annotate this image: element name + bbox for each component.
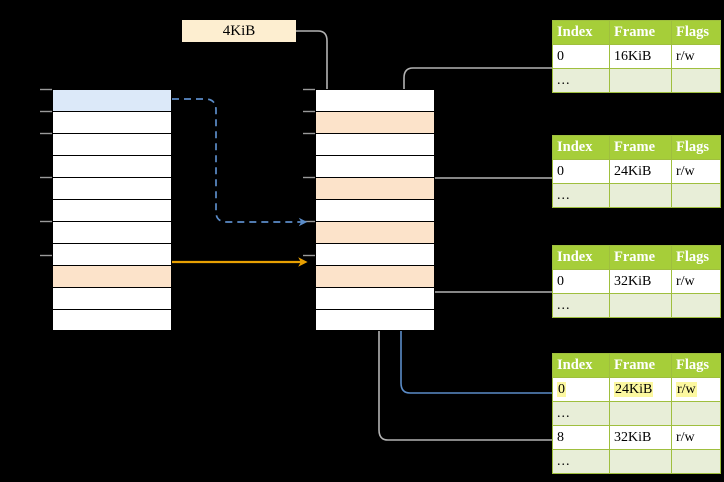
- memory-cell: [315, 133, 435, 155]
- table-cell: [671, 401, 721, 426]
- table-cell: [671, 293, 721, 318]
- virtual-address-column: [52, 89, 172, 332]
- table-cell: 0: [552, 159, 610, 184]
- memory-cell: [52, 265, 172, 287]
- memory-cell: [52, 89, 172, 111]
- table-cell: [671, 68, 721, 93]
- table-row[interactable]: ...: [552, 293, 721, 318]
- table-cell: [609, 401, 672, 426]
- memory-cell: [52, 133, 172, 155]
- memory-cell: [52, 309, 172, 331]
- table-cell: ...: [552, 68, 610, 93]
- column-header-frame: Frame: [609, 245, 672, 270]
- column-header-index: Index: [552, 245, 610, 270]
- column-header-index: Index: [552, 135, 610, 160]
- table-cell: [609, 183, 672, 208]
- memory-cell: [52, 243, 172, 265]
- table-row[interactable]: ...: [552, 68, 721, 93]
- memory-cell: [315, 287, 435, 309]
- table-cell: r/w: [671, 425, 721, 450]
- table-cell: ...: [552, 449, 610, 474]
- highlighted-value: 0: [557, 381, 566, 397]
- memory-cell: [315, 155, 435, 177]
- column-header-frame: Frame: [609, 20, 672, 45]
- table-row[interactable]: 0 24KiB r/w: [552, 377, 721, 402]
- column-header-index: Index: [552, 353, 610, 378]
- page-size-tag-label: 4KiB: [222, 23, 256, 39]
- memory-cell: [315, 177, 435, 199]
- table-cell: [609, 293, 672, 318]
- column-header-flags: Flags: [671, 135, 721, 160]
- memory-cell: [52, 221, 172, 243]
- table-cell: 32KiB: [609, 425, 672, 450]
- memory-cell: [52, 177, 172, 199]
- table-cell: 0: [552, 269, 610, 294]
- table-cell: [671, 183, 721, 208]
- page-size-tag: 4KiB: [182, 20, 296, 42]
- table-cell: [609, 68, 672, 93]
- table-cell: 24KiB: [609, 377, 672, 402]
- table-cell: r/w: [671, 44, 721, 69]
- virtual-column-ticks: [40, 88, 52, 257]
- memory-cell: [315, 111, 435, 133]
- column-header-frame: Frame: [609, 353, 672, 378]
- table-cell: 32KiB: [609, 269, 672, 294]
- column-header-flags: Flags: [671, 20, 721, 45]
- physical-column-ticks: [303, 88, 315, 257]
- memory-cell: [315, 243, 435, 265]
- table-row[interactable]: ...: [552, 401, 721, 426]
- table-cell: r/w: [671, 269, 721, 294]
- table-cell: 24KiB: [609, 159, 672, 184]
- table-cell: 16KiB: [609, 44, 672, 69]
- memory-cell: [52, 199, 172, 221]
- memory-cell: [315, 265, 435, 287]
- table-cell: 0: [552, 377, 610, 402]
- table-row[interactable]: ...: [552, 449, 721, 474]
- table-cell: ...: [552, 401, 610, 426]
- table-cell: ...: [552, 183, 610, 208]
- memory-cell: [315, 221, 435, 243]
- memory-cell: [315, 89, 435, 111]
- column-header-flags: Flags: [671, 353, 721, 378]
- memory-cell: [52, 287, 172, 309]
- highlighted-value: r/w: [676, 381, 697, 397]
- table-cell: r/w: [671, 377, 721, 402]
- memory-cell: [315, 309, 435, 331]
- table-cell: r/w: [671, 159, 721, 184]
- column-header-flags: Flags: [671, 245, 721, 270]
- memory-cell: [52, 111, 172, 133]
- highlighted-value: 24KiB: [614, 381, 654, 397]
- table-cell: [671, 449, 721, 474]
- table-cell: 8: [552, 425, 610, 450]
- table-cell: ...: [552, 293, 610, 318]
- wire-table2-to-frame: [413, 177, 552, 220]
- wire-virtual-page-dashed: [172, 98, 308, 227]
- column-header-index: Index: [552, 20, 610, 45]
- table-row[interactable]: ...: [552, 183, 721, 208]
- table-cell: [609, 449, 672, 474]
- memory-cell: [315, 199, 435, 221]
- memory-cell: [52, 155, 172, 177]
- table-cell: 0: [552, 44, 610, 69]
- column-header-frame: Frame: [609, 135, 672, 160]
- physical-memory-column: [315, 89, 435, 332]
